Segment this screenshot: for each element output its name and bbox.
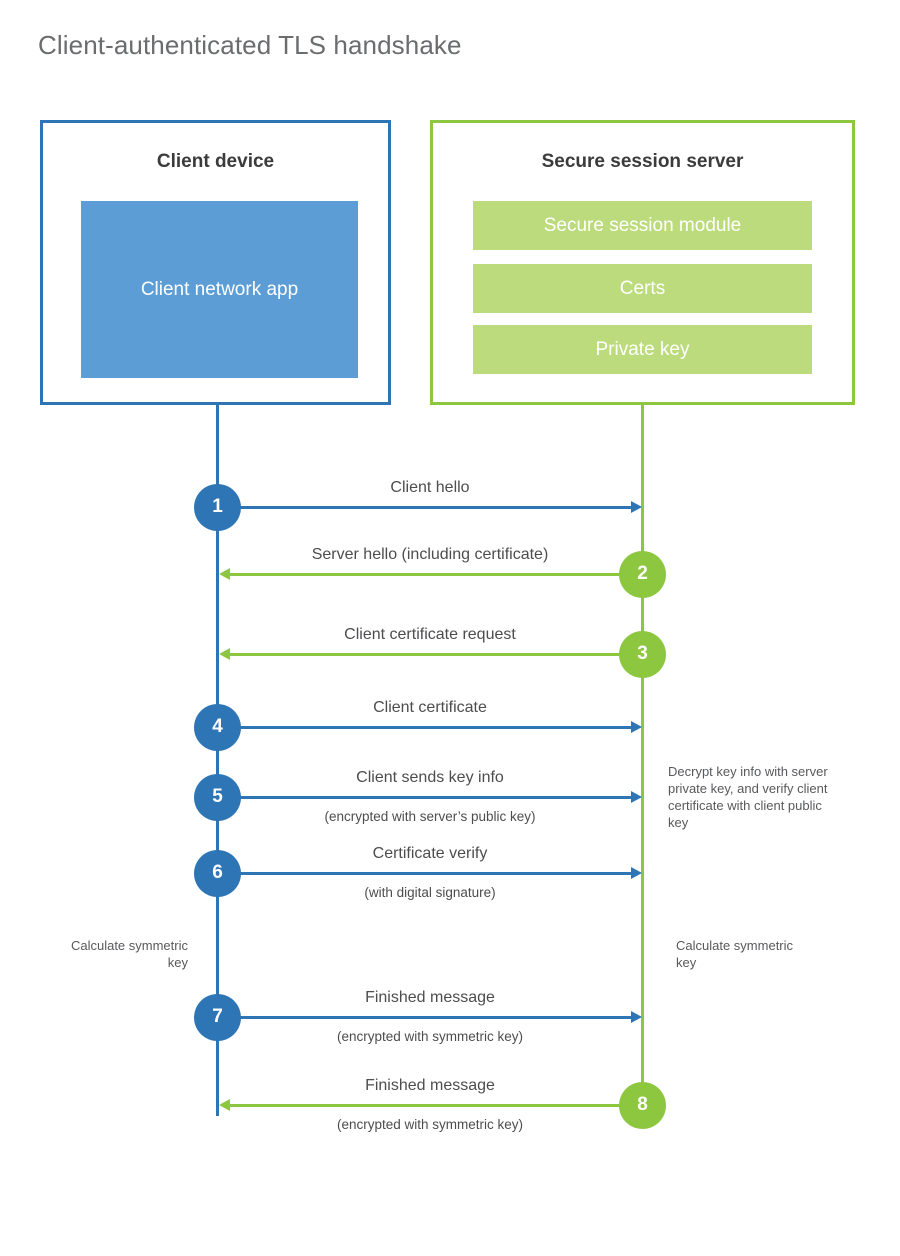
note-calculate-symmetric-key-client: Calculate symmetric key [70,938,188,970]
step-circle-3[interactable]: 3 [619,630,666,678]
arrow-label-step-5: Client sends key info [356,769,504,786]
page-title: Client-authenticated TLS handshake [38,30,462,60]
arrow-line-step-3 [227,652,621,656]
arrow-label-step-2: Server hello (including certificate) [311,546,549,563]
step-number-3: 3 [637,643,648,664]
note-calculate-symmetric-key-server: Calculate symmetric key [676,938,794,970]
note-decrypt-key-info: Decrypt key info with server private key… [668,764,828,830]
client-device-box: Client device Client network app [40,120,391,405]
arrow-label-step-1: Client hello [390,479,470,496]
secure-session-server-box: Secure session server Secure session mod… [430,120,855,405]
client-device-title: Client device [156,151,275,172]
step-circle-8[interactable]: 8 [619,1081,666,1129]
step-circle-7[interactable]: 7 [194,993,241,1041]
arrow-head-step-2 [218,568,230,580]
arrow-label-step-3: Client certificate request [344,626,516,643]
arrow-line-step-8 [227,1103,621,1107]
arrow-line-step-2 [227,572,621,576]
arrow-head-step-1 [630,501,642,513]
arrow-line-step-4 [239,725,633,729]
step-circle-1[interactable]: 1 [194,483,241,531]
arrow-sublabel-step-5: (encrypted with server’s public key) [324,809,536,824]
arrow-label-step-8: Finished message [365,1077,495,1094]
step-circle-2[interactable]: 2 [619,550,666,598]
server-lifeline [641,404,644,1105]
arrow-head-step-8 [218,1099,230,1111]
arrow-sublabel-step-7: (encrypted with symmetric key) [336,1029,524,1044]
step-number-1: 1 [212,496,223,517]
step-number-7: 7 [212,1006,223,1027]
arrow-label-step-7: Finished message [365,989,495,1006]
arrow-label-step-4: Client certificate [373,699,487,716]
step-number-4: 4 [212,716,223,737]
arrow-line-step-6 [239,871,633,875]
step-number-6: 6 [212,862,223,883]
step-number-2: 2 [637,563,648,584]
arrow-label-step-6: Certificate verify [372,845,488,862]
step-circle-5[interactable]: 5 [194,773,241,821]
client-network-app-block: Client network app [81,201,358,378]
arrow-head-step-7 [630,1011,642,1023]
secure-session-server-title: Secure session server [541,151,744,172]
server-component-certs: Certs [473,264,812,313]
step-number-5: 5 [212,786,223,807]
arrow-head-step-6 [630,867,642,879]
server-component-secure-session-module: Secure session module [473,201,812,250]
arrow-head-step-5 [630,791,642,803]
arrow-head-step-4 [630,721,642,733]
arrow-sublabel-step-6: (with digital signature) [364,885,496,900]
step-circle-4[interactable]: 4 [194,703,241,751]
step-circle-6[interactable]: 6 [194,849,241,897]
arrow-line-step-7 [239,1015,633,1019]
step-number-8: 8 [637,1094,648,1115]
arrow-line-step-5 [239,795,633,799]
server-component-private-key: Private key [473,325,812,374]
arrow-sublabel-step-8: (encrypted with symmetric key) [336,1117,524,1132]
arrow-line-step-1 [239,505,633,509]
arrow-head-step-3 [218,648,230,660]
client-lifeline [216,404,219,1116]
